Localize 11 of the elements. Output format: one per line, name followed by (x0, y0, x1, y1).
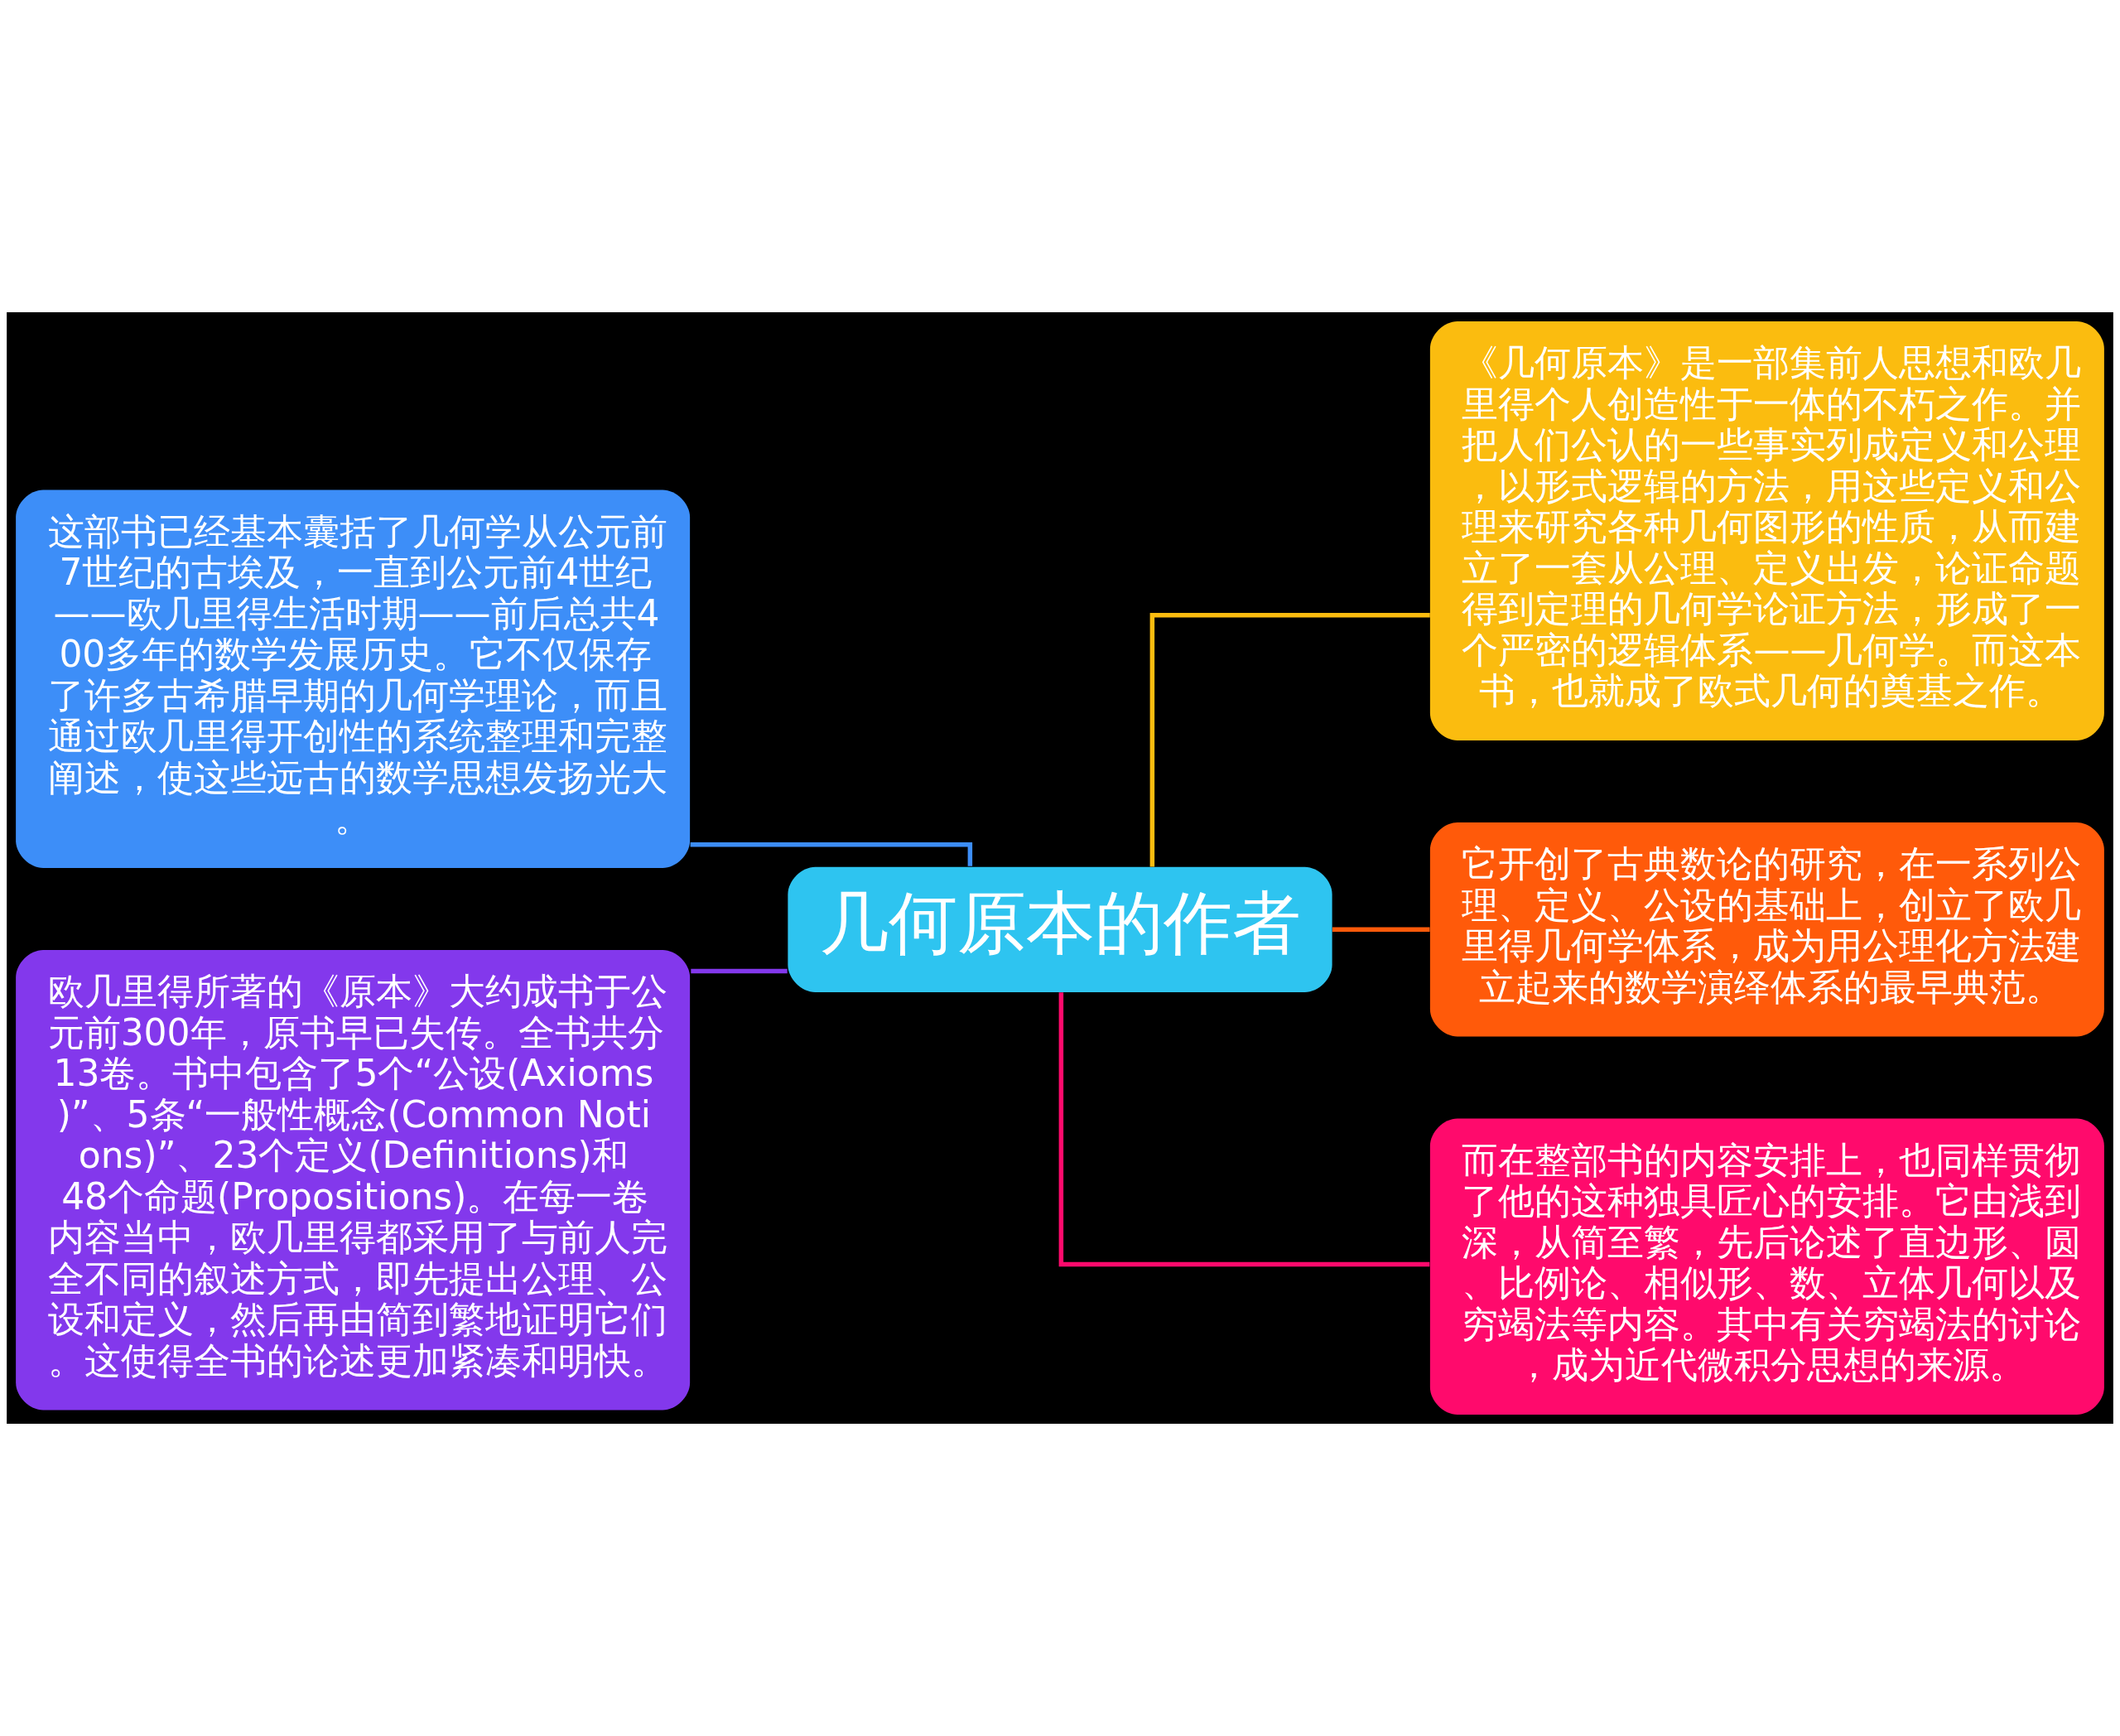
node-box: 《几何原本》是一部集前人思想和欧几里得个人创造性于一体的不朽之作。并把人们公认的一些事实列成定义和公理，以形式逻辑的方法，用这些定义和公理来研究各种几何图形的性质，从而建立了一套从公理、定义出发，论证命题得到定理的几何学论证方法，形成了一个严密的逻辑体系——几何学。而这本书，也就成了欧式几何的奠基之作。 (1429, 321, 2104, 740)
connector (1332, 927, 1430, 932)
node-box: 这部书已经基本囊括了几何学从公元前7世纪的古埃及，一直到公元前4世纪——欧几里得生活时期——前后总共400多年的数学发展历史。它不仅保存了许多古希腊早期的几何学理论，而且通过欧几里得开创性的系统整理和完整阐述，使这些远古的数学思想发扬光大。 (16, 489, 691, 868)
connector (1058, 992, 1430, 1267)
node-box: 欧几里得所著的《原本》大约成书于公元前300年，原书早已失传。全书共分13卷。书中包含了5个“公设(Axioms)”、5条“一般性概念(Common Notions)”、23个定义(Definitions)和48个命题(Propositions)。在每一卷内容当中，欧几里得都采用了与前人完全不同的叙述方式，即先提出公理、公设和定义，然后再由简到繁地证明它们。这使得全书的论述更加紧凑和明快。 (16, 950, 691, 1410)
connector (1149, 613, 1430, 867)
connector (690, 842, 973, 866)
connector (691, 968, 788, 974)
node-box: 几何原本的作者 (788, 866, 1332, 992)
node-box: 而在整部书的内容安排上，也同样贯彻了他的这种独具匠心的安排。它由浅到深，从简至繁，先后论述了直边形、圆、比例论、相似形、数、立体几何以及穷竭法等内容。其中有关穷竭法的讨论，成为近代微积分思想的来源。 (1429, 1118, 2104, 1415)
node-box: 它开创了古典数论的研究，在一系列公理、定义、公设的基础上，创立了欧几里得几何学体系，成为用公理化方法建立起来的数学演绎体系的最早典范。 (1429, 822, 2104, 1037)
